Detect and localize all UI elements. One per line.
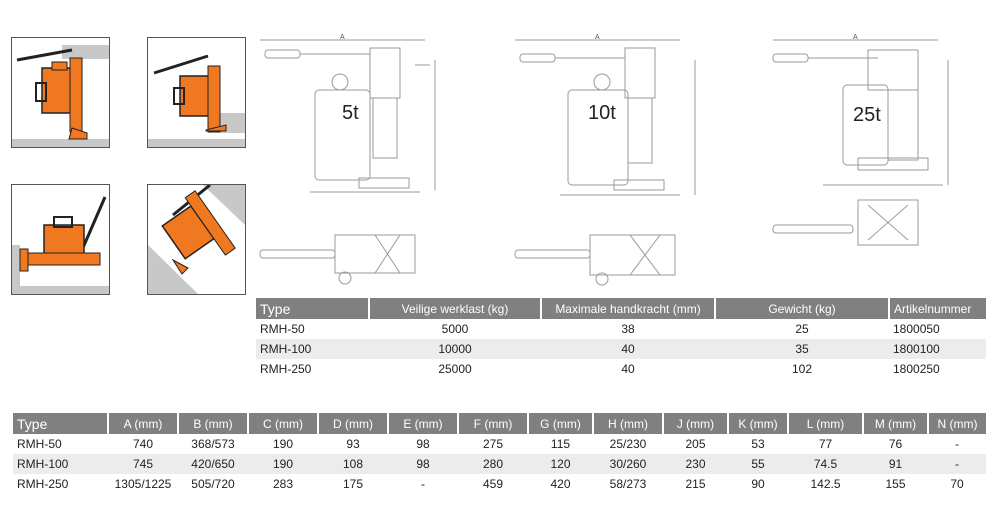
column-header: C (mm) <box>247 413 318 434</box>
table-row: RMH-100 745 420/650 190 108 98 280 120 3… <box>13 454 986 474</box>
table-header-row: Type A (mm) B (mm) C (mm) D (mm) E (mm) … <box>13 413 986 434</box>
cell-dim-b: 420/650 <box>178 454 248 474</box>
column-header: Veilige werklast (kg) <box>368 298 541 319</box>
column-header: Gewicht (kg) <box>714 298 889 319</box>
cell-dim-b: 505/720 <box>191 477 235 491</box>
cell-dim-h: 30/260 <box>593 454 663 474</box>
capacity-label-10t: 10t <box>588 102 616 124</box>
column-header: Type <box>256 298 369 319</box>
cell-dim-d: 93 <box>346 437 360 451</box>
cell-dim-f: 275 <box>482 437 504 451</box>
column-header: E (mm) <box>387 413 458 434</box>
cell-dim-n: 70 <box>950 477 964 491</box>
cell-dim-e: - <box>421 477 425 491</box>
cell-dim-f: 459 <box>482 477 504 491</box>
column-header: B (mm) <box>177 413 248 434</box>
column-header: M (mm) <box>862 413 928 434</box>
dim-label-a: A <box>595 34 600 41</box>
table-row: RMH-50 5000 38 25 1800050 <box>256 319 986 339</box>
column-header: Artikelnummer <box>888 298 986 319</box>
cell-dim-j: 205 <box>685 437 706 451</box>
cell-max-hand-force: 38 <box>621 322 635 336</box>
usage-illustration-toe-lift <box>147 37 246 148</box>
cell-type: RMH-100 <box>256 339 369 359</box>
cell-dim-k: 53 <box>751 437 765 451</box>
cell-type: RMH-250 <box>260 362 312 376</box>
cell-safe-working-load: 5000 <box>441 322 469 336</box>
cell-dim-g: 120 <box>528 454 593 474</box>
cell-dim-l: 74.5 <box>788 454 863 474</box>
cell-article-number: 1800050 <box>893 322 940 336</box>
cell-dim-l: 77 <box>818 437 833 451</box>
cell-dim-c: 190 <box>272 437 294 451</box>
column-header: H (mm) <box>592 413 663 434</box>
cell-dim-c: 283 <box>272 477 294 491</box>
dim-label-a: A <box>853 34 858 41</box>
cell-type: RMH-250 <box>17 477 69 491</box>
cell-dim-m: 76 <box>888 437 903 451</box>
cell-dim-h: 58/273 <box>609 477 647 491</box>
cell-weight: 102 <box>791 362 813 376</box>
cell-safe-working-load: 25000 <box>438 362 472 376</box>
cell-weight: 25 <box>795 322 809 336</box>
column-header: Maximale handkracht (mm) <box>540 298 715 319</box>
cell-dim-h: 25/230 <box>609 437 647 451</box>
cell-dim-g: 115 <box>550 437 571 451</box>
column-header: K (mm) <box>727 413 788 434</box>
cell-article-number: 1800250 <box>893 362 940 376</box>
cell-dim-j: 215 <box>685 477 706 491</box>
cell-dim-f: 280 <box>458 454 528 474</box>
column-header: A (mm) <box>107 413 178 434</box>
column-header: N (mm) <box>927 413 986 434</box>
cell-dim-e: 98 <box>416 437 430 451</box>
cell-type: RMH-100 <box>13 454 108 474</box>
capacity-label-25t: 25t <box>853 104 881 126</box>
table-header-row: Type Veilige werklast (kg) Maximale hand… <box>256 298 986 319</box>
cell-dim-c: 190 <box>248 454 318 474</box>
cell-dim-n: - <box>928 454 986 474</box>
column-header: D (mm) <box>317 413 388 434</box>
table-row: RMH-100 10000 40 35 1800100 <box>256 339 986 359</box>
cell-dim-m: 155 <box>885 477 906 491</box>
cell-dim-n: - <box>955 437 959 451</box>
cell-dim-k: 90 <box>751 477 765 491</box>
column-header: F (mm) <box>457 413 528 434</box>
cell-dim-a: 740 <box>132 437 154 451</box>
column-header: J (mm) <box>662 413 728 434</box>
cell-dim-b: 368/573 <box>191 437 235 451</box>
cell-dim-d: 175 <box>342 477 364 491</box>
technical-drawing-rmh-250: A <box>768 30 973 260</box>
table-row: RMH-50 740 368/573 190 93 98 275 115 25/… <box>13 434 986 454</box>
cell-max-hand-force: 40 <box>621 362 635 376</box>
cell-weight: 35 <box>715 339 889 359</box>
dim-label-a: A <box>340 34 345 41</box>
usage-illustration-angled-jack <box>147 184 246 295</box>
cell-dim-l: 142.5 <box>810 477 841 491</box>
cell-safe-working-load: 10000 <box>369 339 541 359</box>
specifications-table: Type Veilige werklast (kg) Maximale hand… <box>256 298 986 379</box>
column-header: L (mm) <box>787 413 863 434</box>
technical-drawing-rmh-100: A <box>510 30 715 292</box>
cell-dim-g: 420 <box>550 477 571 491</box>
cell-max-hand-force: 40 <box>541 339 715 359</box>
cell-dim-a: 745 <box>108 454 178 474</box>
column-header: G (mm) <box>527 413 593 434</box>
technical-drawing-rmh-50: A <box>255 30 455 292</box>
dimensions-table: Type A (mm) B (mm) C (mm) D (mm) E (mm) … <box>13 413 986 494</box>
cell-dim-a: 1305/1225 <box>114 477 172 491</box>
cell-dim-j: 230 <box>663 454 728 474</box>
usage-illustration-horizontal-jack <box>11 184 110 295</box>
cell-dim-m: 91 <box>863 454 928 474</box>
cell-type: RMH-50 <box>260 322 305 336</box>
cell-dim-k: 55 <box>728 454 788 474</box>
cell-article-number: 1800100 <box>889 339 986 359</box>
cell-type: RMH-50 <box>17 437 62 451</box>
cell-dim-e: 98 <box>388 454 458 474</box>
column-header: Type <box>13 413 108 434</box>
table-row: RMH-250 1305/1225 505/720 283 175 - 459 … <box>13 474 986 494</box>
table-row: RMH-250 25000 40 102 1800250 <box>256 359 986 379</box>
capacity-label-5t: 5t <box>342 102 359 124</box>
cell-dim-d: 108 <box>318 454 388 474</box>
usage-illustration-upright-jack <box>11 37 110 148</box>
